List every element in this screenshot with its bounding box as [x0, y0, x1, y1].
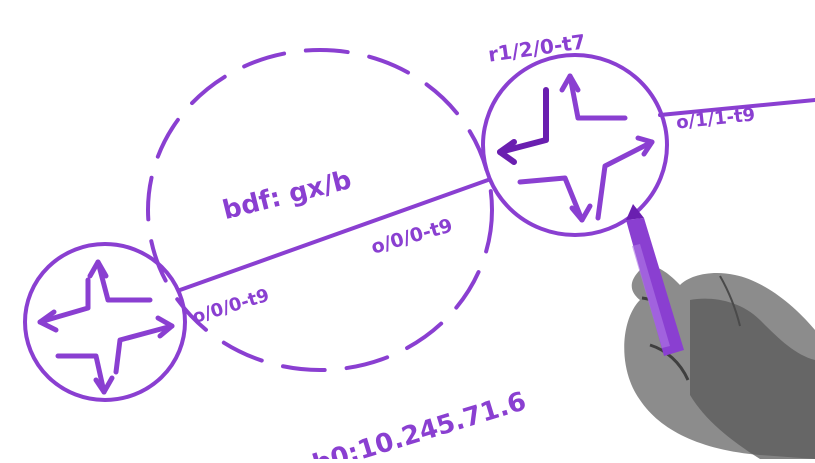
hand-with-marker [624, 204, 815, 459]
label-segment-lower: o/0/0-t9 [190, 285, 272, 328]
label-router-right-port: o/1/1-t9 [675, 104, 756, 133]
label-bfd: bdf: gx/b [220, 165, 355, 226]
router-right [483, 55, 667, 235]
label-bottom-caption: b0:10.245.71.6 [309, 386, 530, 459]
label-segment-upper: o/0/0-t9 [369, 214, 455, 258]
router-left [25, 244, 185, 400]
